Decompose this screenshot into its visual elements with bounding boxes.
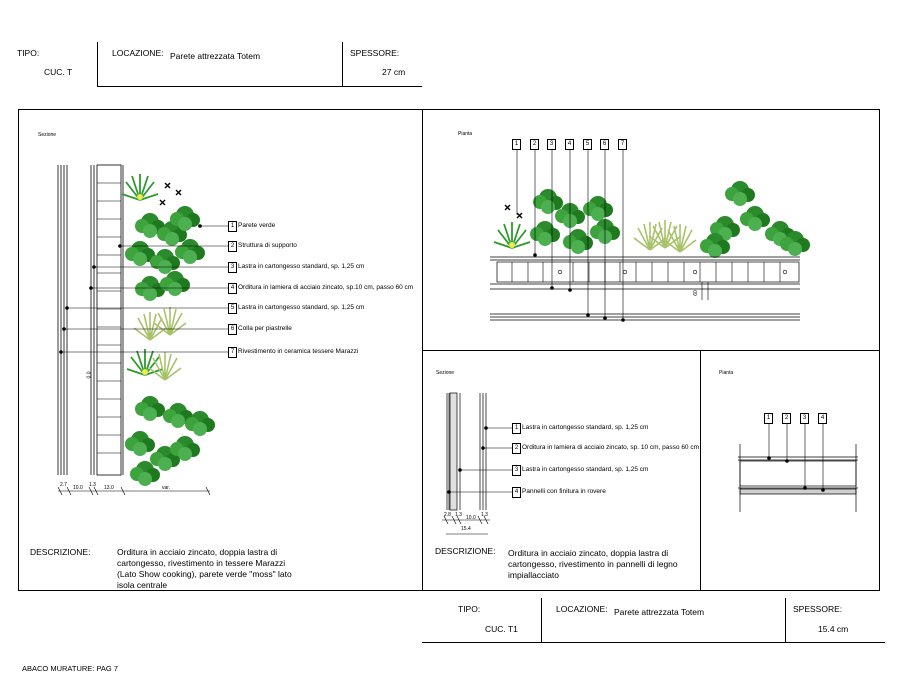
plan-wall: [490, 256, 800, 321]
descrizione-line: Orditura in acciaio zincato, doppia last…: [117, 547, 278, 557]
vertical-dimension: 0.0: [86, 371, 93, 379]
dimension-value: 10.0: [466, 515, 476, 521]
left-section-wall: [57, 164, 124, 476]
locazione-value: Parete attrezzata Totem: [170, 51, 261, 61]
descrizione-label: DESCRIZIONE:: [30, 547, 91, 557]
callout-number: 1: [512, 423, 521, 434]
header-divider: [541, 598, 542, 642]
plan-number: 5: [583, 139, 592, 150]
header-underline: [422, 642, 885, 643]
callout-text: Orditura in lamiera di acciaio zincato, …: [238, 284, 414, 291]
mid-section-dimension-line: [442, 515, 490, 535]
descrizione-line: cartongesso, rivestimento in pannelli di…: [508, 559, 678, 569]
callout-number: 7: [228, 347, 237, 358]
plan-leader-lines: [516, 150, 709, 322]
small-plan-number: 4: [818, 413, 827, 424]
dimension-value: 2.8: [444, 512, 451, 518]
plan-number: 6: [600, 139, 609, 150]
spessore-label: SPESSORE:: [350, 48, 400, 58]
header-divider: [342, 42, 343, 86]
frame-divider-small: [700, 350, 701, 591]
dimension-value: 13.0: [104, 485, 114, 491]
callout-text: Struttura di supporto: [238, 242, 297, 249]
tipo-label: TIPO:: [17, 48, 40, 58]
plan-title: Pianta: [458, 131, 473, 137]
dimension-value: 1.3: [481, 512, 488, 518]
callout-number: 6: [228, 324, 237, 335]
plan-number: 2: [530, 139, 539, 150]
left-section-leader-lines: [59, 224, 228, 354]
plan-small-label: 60: [692, 290, 699, 296]
header-divider: [97, 42, 98, 86]
locazione-label: LOCAZIONE:: [112, 48, 164, 58]
callout-text: Pannelli con finitura in rovere: [522, 488, 606, 495]
plan-number: 7: [618, 139, 627, 150]
dimension-value: 1.3: [89, 482, 96, 488]
callout-text: Lastra in cartongesso standard, sp. 1,25…: [522, 466, 649, 473]
small-plan-number: 1: [764, 413, 773, 424]
callout-text: Orditura in lamiera di acciaio zincato, …: [522, 444, 700, 451]
small-plan-title: Pianta: [719, 370, 734, 376]
left-section-tiles: [97, 182, 121, 454]
callout-number: 1: [228, 221, 237, 232]
dimension-value: 2.7: [60, 482, 67, 488]
callout-number: 3: [512, 465, 521, 476]
header-divider: [785, 598, 786, 642]
frame-left: [18, 109, 19, 591]
small-plan-leader-lines: [767, 424, 825, 492]
frame-divider-horizontal: [422, 350, 880, 351]
callout-text: Rivestimento in ceramica tessere Marazzi: [238, 348, 359, 355]
tipo-value: CUC. T: [44, 67, 73, 77]
locazione-label: LOCAZIONE:: [556, 604, 608, 614]
locazione-value: Parete attrezzata Totem: [614, 607, 705, 617]
dimension-value: 1.3: [455, 512, 462, 518]
tipo-value: CUC. T1: [485, 624, 518, 634]
descrizione-label: DESCRIZIONE:: [435, 546, 496, 556]
callout-text: Lastra in cartongesso standard, sp. 1,25…: [238, 304, 365, 311]
spessore-label: SPESSORE:: [793, 604, 843, 614]
small-plan-wall: [738, 444, 858, 512]
callout-number: 4: [512, 487, 521, 498]
callout-number: 5: [228, 303, 237, 314]
mid-section-leader-lines: [447, 426, 512, 494]
descrizione-text: Orditura in acciaio zincato, doppia last…: [117, 547, 292, 591]
descrizione-line: Orditura in acciaio zincato, doppia last…: [508, 548, 669, 558]
frame-bottom: [18, 590, 880, 591]
callout-number: 3: [228, 262, 237, 273]
tipo-label: TIPO:: [458, 604, 481, 614]
dimension-total: 15.4: [461, 526, 471, 532]
descrizione-line: cartongesso, rivestimento in tessere Mar…: [117, 558, 286, 568]
spessore-value: 15.4 cm: [818, 624, 849, 634]
frame-top: [18, 109, 880, 110]
descrizione-line: impiallacciato: [508, 570, 560, 580]
plan-plants: [493, 181, 810, 258]
descrizione-line: (Lato Show cooking), parete verde "moss"…: [117, 569, 292, 579]
callout-number: 2: [228, 241, 237, 252]
small-plan-number: 3: [800, 413, 809, 424]
header-underline: [97, 86, 422, 87]
callout-text: Colla per piastrelle: [238, 325, 292, 332]
left-section-plants: [121, 173, 215, 486]
callout-text: Lastra in cartongesso standard, sp. 1,25…: [238, 263, 365, 270]
mid-section-wall: [446, 392, 487, 511]
page-footer: ABACO MURATURE: PAG 7: [22, 664, 118, 673]
callout-number: 4: [228, 283, 237, 294]
section-title: Sezione: [38, 132, 57, 138]
descrizione-line: isola centrale: [117, 580, 168, 590]
dimension-value: 10.0: [73, 485, 83, 491]
small-plan-number: 2: [782, 413, 791, 424]
plan-number: 1: [512, 139, 521, 150]
dimension-value: var.: [162, 485, 171, 491]
callout-number: 2: [512, 443, 521, 454]
spessore-value: 27 cm: [382, 67, 406, 77]
descrizione-text: Orditura in acciaio zincato, doppia last…: [508, 548, 678, 581]
plan-studs: [511, 262, 788, 282]
mid-section-title: Sezione: [436, 370, 455, 376]
callout-text: Lastra in cartongesso standard, sp. 1,25…: [522, 424, 649, 431]
left-section-dimension-line: [57, 486, 211, 496]
plan-number: 4: [565, 139, 574, 150]
callout-text: Parete verde: [238, 222, 276, 229]
plan-number: 3: [547, 139, 556, 150]
